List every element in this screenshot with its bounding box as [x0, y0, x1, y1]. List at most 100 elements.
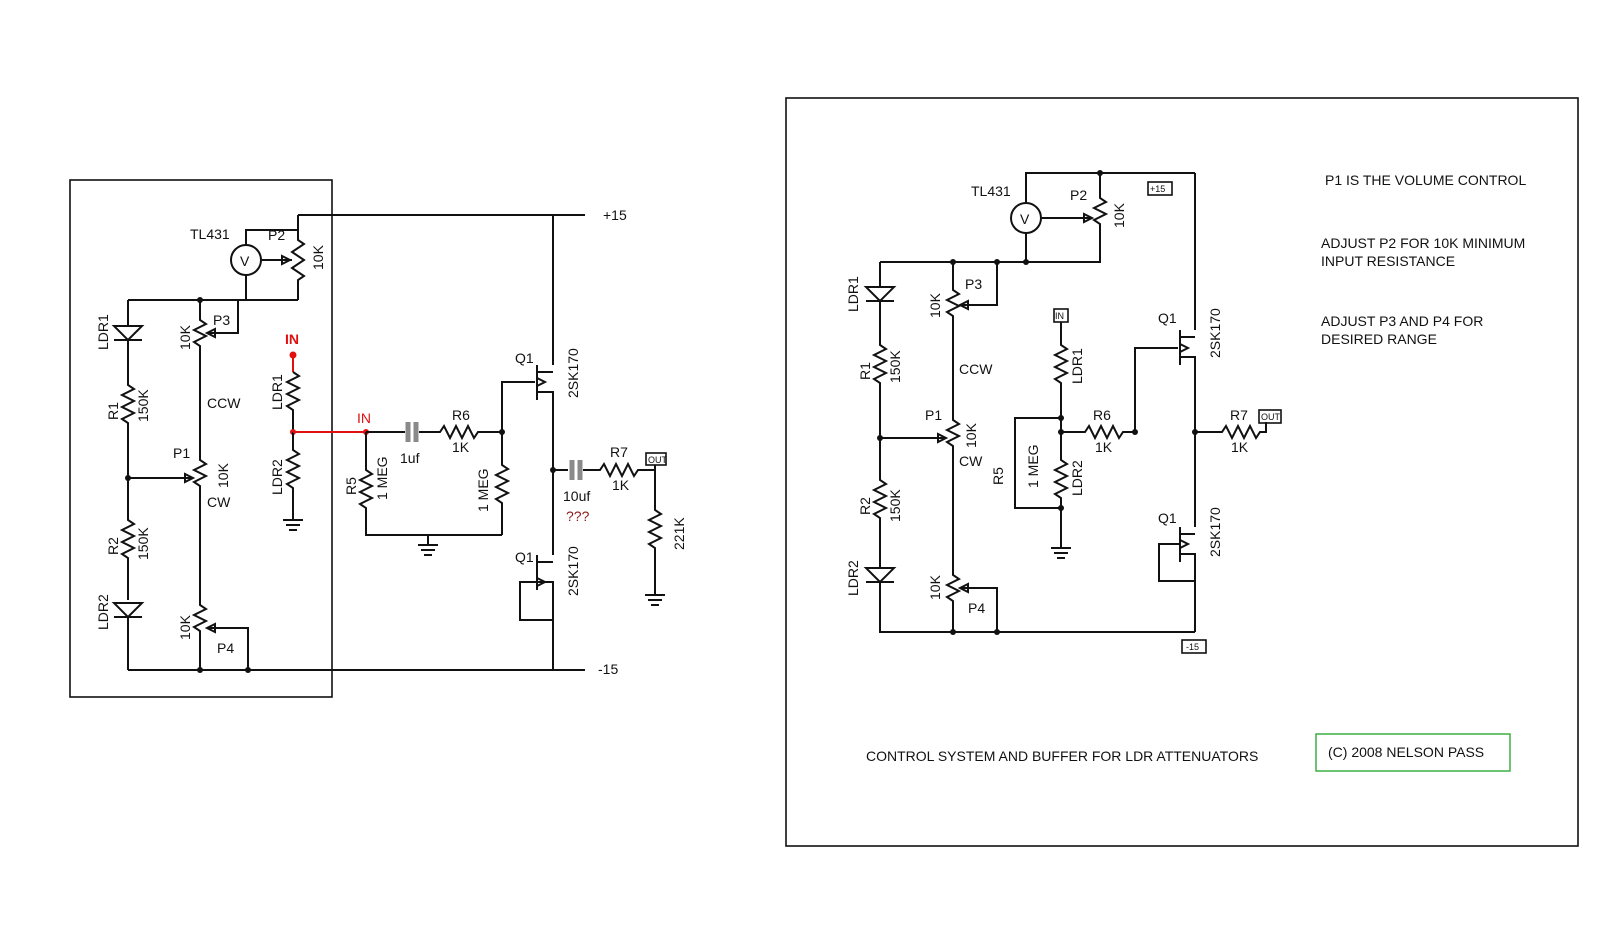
- left-c1-capacitor-icon: [405, 422, 419, 442]
- left-p1-value: 10K: [215, 462, 231, 488]
- left-p3-name: P3: [213, 312, 230, 328]
- right-r6-resistor: [1061, 423, 1135, 441]
- right-ground-icon: [1051, 508, 1071, 559]
- right-p1-ccw: CCW: [959, 361, 993, 377]
- right-copyright-box: [1315, 733, 1511, 772]
- right-minus15-terminal[interactable]: [1181, 639, 1207, 654]
- left-q1a-part: 2SK170: [565, 348, 581, 398]
- left-p4-wiper-wire: [207, 627, 249, 670]
- right-junction-p4-bottom: [950, 629, 956, 635]
- right-frame: [785, 97, 1579, 847]
- left-p1-name: P1: [173, 445, 190, 461]
- left-ground-buffer-icon: [418, 535, 438, 556]
- left-p2-name: P2: [268, 227, 285, 243]
- left-ground-ldr-icon: [283, 510, 303, 531]
- right-meter-symbol: V: [1020, 211, 1030, 227]
- left-neg-rail-label: -15: [598, 661, 618, 677]
- left-r1-name: R1: [105, 402, 121, 420]
- left-junction-p4-wiper: [245, 667, 251, 673]
- left-rb-value: 1 MEG: [475, 468, 491, 512]
- right-note-5: DESIRED RANGE: [1321, 331, 1437, 347]
- left-r5-name: R5: [343, 477, 359, 495]
- right-p3-value: 10K: [927, 292, 943, 318]
- left-r2-resistor: [119, 478, 137, 600]
- right-q1a-part: 2SK170: [1207, 308, 1223, 358]
- left-r1-value: 150K: [135, 389, 151, 422]
- left-rb-resistor: [493, 432, 511, 535]
- left-in-label: IN: [285, 331, 299, 347]
- right-p3-name: P3: [965, 276, 982, 292]
- right-caption: CONTROL SYSTEM AND BUFFER FOR LDR ATTENU…: [866, 748, 1258, 764]
- right-note-3: INPUT RESISTANCE: [1321, 253, 1455, 269]
- left-in2-label: IN: [357, 410, 371, 426]
- right-p1-arrow-icon: [937, 432, 949, 444]
- left-p1-cw: CW: [207, 494, 231, 510]
- right-out-terminal[interactable]: [1258, 409, 1282, 424]
- left-r221-label: 221K: [671, 517, 687, 550]
- left-c1-label: 1uf: [400, 450, 420, 466]
- left-p2-resistor: [290, 215, 306, 300]
- left-p4-name: P4: [217, 640, 234, 656]
- right-r5-name: R5: [990, 467, 1006, 485]
- left-ldr2b-resistor: [284, 432, 302, 510]
- right-pot-chain: [944, 262, 962, 632]
- left-r2-name: R2: [105, 537, 121, 555]
- right-r1-resistor: [871, 301, 889, 438]
- left-r2-value: 150K: [135, 527, 151, 560]
- right-p3-arrow-icon: [957, 299, 969, 311]
- left-ground-out-icon: [645, 594, 665, 606]
- right-q1b-name: Q1: [1158, 510, 1177, 526]
- left-q1a-jfet-icon: [536, 215, 554, 470]
- right-q1b-part: 2SK170: [1207, 507, 1223, 557]
- right-r2-value: 150K: [887, 489, 903, 522]
- left-ldr2-label: LDR2: [95, 594, 111, 630]
- right-r7-name: R7: [1230, 407, 1248, 423]
- right-p4-value: 10K: [927, 574, 943, 600]
- right-copyright: (C) 2008 NELSON PASS: [1328, 744, 1484, 760]
- right-note-4: ADJUST P3 AND P4 FOR: [1321, 313, 1483, 329]
- left-wire-gate: [501, 381, 535, 432]
- right-r2-resistor: [871, 438, 889, 568]
- right-ldr2-diode-icon: [863, 567, 897, 584]
- left-q1b-source-loop: [519, 581, 553, 621]
- left-p3-arrow-icon: [204, 327, 216, 339]
- right-r7-value: 1K: [1231, 439, 1249, 455]
- left-p3-wiper-wire: [207, 300, 239, 334]
- left-q1b-part: 2SK170: [565, 546, 581, 596]
- left-r6-name: R6: [452, 407, 470, 423]
- right-ldr2-label: LDR2: [845, 560, 861, 596]
- right-in-label: IN: [1055, 311, 1064, 321]
- left-q1b-jfet-icon: [536, 470, 554, 670]
- right-q1b-source-loop: [1158, 543, 1195, 582]
- right-r2-name: R2: [857, 497, 873, 515]
- left-ldr1b-resistor: [284, 371, 302, 432]
- left-r221-resistor: [646, 465, 664, 595]
- left-p3-value: 10K: [177, 324, 193, 350]
- right-p3-wiper-wire: [960, 262, 998, 306]
- right-plus15-terminal[interactable]: [1147, 181, 1173, 196]
- right-q1a-jfet-icon: [1179, 173, 1196, 432]
- left-meter-symbol: V: [240, 253, 250, 269]
- right-p4-arrow-icon: [957, 582, 969, 594]
- right-wire-top: [1025, 172, 1195, 203]
- right-ldr1b-label: LDR1: [1069, 348, 1085, 384]
- left-ldr1-diode-icon: [111, 325, 145, 342]
- left-question-label: ???: [566, 508, 590, 524]
- left-q1b-name: Q1: [515, 549, 534, 565]
- right-note-2: ADJUST P2 FOR 10K MINIMUM: [1321, 235, 1525, 251]
- left-schematic: +15 -15 TL431 V P2 10K LDR1 R1 150K R2 1…: [69, 179, 687, 698]
- right-r5-value: 1 MEG: [1025, 444, 1041, 488]
- right-p4-wiper-wire: [960, 587, 998, 632]
- right-ldr2b-resistor: [1052, 418, 1070, 508]
- left-p1-arrow-icon: [184, 472, 196, 484]
- right-note-1: P1 IS THE VOLUME CONTROL: [1325, 172, 1526, 188]
- right-p1-cw: CW: [959, 453, 983, 469]
- right-q1b-jfet-icon: [1179, 432, 1196, 632]
- right-ldr1b-resistor: [1052, 322, 1070, 418]
- left-r5-value: 1 MEG: [374, 456, 390, 500]
- right-ldr1-label: LDR1: [845, 276, 861, 312]
- left-p4-arrow-icon: [204, 622, 216, 634]
- right-r6-value: 1K: [1095, 439, 1113, 455]
- left-p4-value: 10K: [177, 614, 193, 640]
- right-p1-value: 10K: [963, 422, 979, 448]
